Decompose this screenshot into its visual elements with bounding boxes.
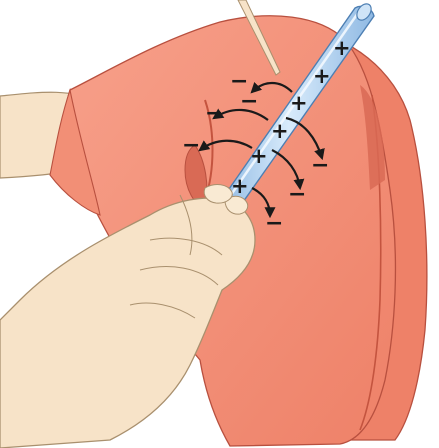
rod-charge: + — [271, 119, 289, 143]
cloth-charge: − — [265, 211, 283, 236]
cloth-charge: − — [240, 89, 258, 114]
rod-charge: + — [250, 144, 268, 168]
cloth-charge: − — [205, 101, 223, 126]
cloth-charge: − — [288, 182, 306, 207]
rod-charge: + — [231, 174, 249, 198]
rod-charge: + — [333, 36, 351, 60]
cloth-charge: − — [182, 133, 200, 158]
rod-charge: + — [313, 64, 331, 88]
cloth-charge: − — [311, 153, 329, 178]
rod-charge: + — [290, 91, 308, 115]
